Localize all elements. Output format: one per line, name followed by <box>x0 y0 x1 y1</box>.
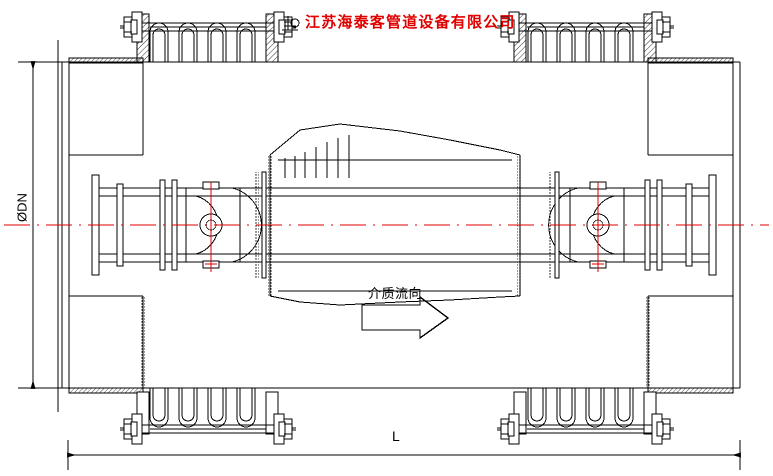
left-bellows-bottom <box>143 387 270 428</box>
company-logo-mark <box>282 16 300 31</box>
right-bellows-top <box>520 22 648 63</box>
collar-hatch-bands <box>68 57 734 394</box>
right-bellows-bottom <box>520 387 648 428</box>
diameter-dimension-label: ØDN <box>14 193 30 222</box>
flow-direction-arrow <box>361 295 450 340</box>
top-left-tie-rod <box>120 11 296 63</box>
left-bellows-top <box>143 22 270 63</box>
dimension-lines <box>18 40 741 470</box>
internal-sleeve-ticks <box>284 135 350 178</box>
bottom-right-tie-rod <box>497 391 674 445</box>
bottom-left-tie-rod <box>120 391 296 445</box>
flow-direction-label: 介质流向 <box>368 287 423 302</box>
company-name-title: 江苏海泰客管道设备有限公司 <box>305 13 516 31</box>
axis-centerline <box>4 182 769 272</box>
center-cone-reducer <box>269 123 521 306</box>
length-dimension-label: L <box>392 428 400 444</box>
top-right-tie-rod <box>497 11 674 63</box>
